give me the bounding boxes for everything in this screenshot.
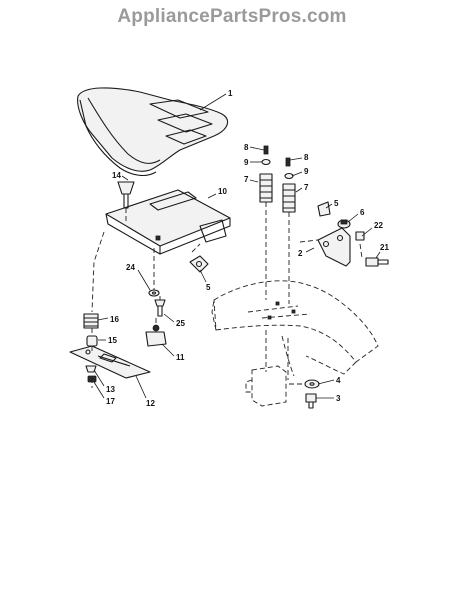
leader-lines xyxy=(93,93,381,399)
pivot-mount-outline xyxy=(245,365,287,407)
assembly-lines xyxy=(91,202,363,388)
fastener-part-13 xyxy=(85,365,97,373)
callout-9-left: 9 xyxy=(244,158,249,167)
watermark-text: AppliancePartsPros.com xyxy=(117,6,347,27)
knob-part-6 xyxy=(337,219,351,229)
left-post-stack xyxy=(259,145,273,203)
callout-7-right: 7 xyxy=(304,183,309,192)
nut-part-22 xyxy=(355,231,365,241)
callout-labels: 1 10 14 8 9 7 8 9 7 5 6 22 2 21 5 24 25 … xyxy=(106,89,389,408)
seat-pan-part xyxy=(105,189,231,255)
callout-15: 15 xyxy=(108,336,117,345)
callout-1: 1 xyxy=(228,89,233,98)
callout-8-left: 8 xyxy=(244,143,249,152)
callout-5-left: 5 xyxy=(206,283,211,292)
callout-7-left: 7 xyxy=(244,175,249,184)
callout-21: 21 xyxy=(380,243,389,252)
bracket-part-2 xyxy=(317,227,351,267)
callout-24: 24 xyxy=(126,263,135,272)
washer-part-4 xyxy=(304,379,320,389)
callout-6: 6 xyxy=(360,208,365,217)
callout-4: 4 xyxy=(336,376,341,385)
knob-part xyxy=(117,181,135,209)
clip-part-left xyxy=(189,255,209,273)
callout-8-right: 8 xyxy=(304,153,309,162)
callout-11: 11 xyxy=(176,353,185,362)
bolt-part-21 xyxy=(365,257,389,267)
callout-3: 3 xyxy=(336,394,341,403)
bolt-part-3 xyxy=(305,393,317,409)
bushing-part xyxy=(86,335,98,347)
fender-outline xyxy=(211,280,379,377)
washer-part-24 xyxy=(148,289,160,297)
seat-part xyxy=(77,87,229,177)
spring-part-16 xyxy=(83,313,99,329)
bolt-part-25 xyxy=(154,299,166,317)
pivot-block-part xyxy=(145,324,167,347)
slide-rail-part xyxy=(69,345,151,379)
callout-9-right: 9 xyxy=(304,167,309,176)
clip-part-right xyxy=(317,201,331,217)
callout-25: 25 xyxy=(176,319,185,328)
callout-5-right: 5 xyxy=(334,199,339,208)
callout-2: 2 xyxy=(298,249,303,258)
callout-12: 12 xyxy=(146,399,155,408)
callout-16: 16 xyxy=(110,315,119,324)
callout-17: 17 xyxy=(106,397,115,406)
callout-13: 13 xyxy=(106,385,115,394)
callout-10: 10 xyxy=(218,187,227,196)
right-post-stack xyxy=(282,157,296,213)
callout-14: 14 xyxy=(112,171,121,180)
callout-22: 22 xyxy=(374,221,383,230)
